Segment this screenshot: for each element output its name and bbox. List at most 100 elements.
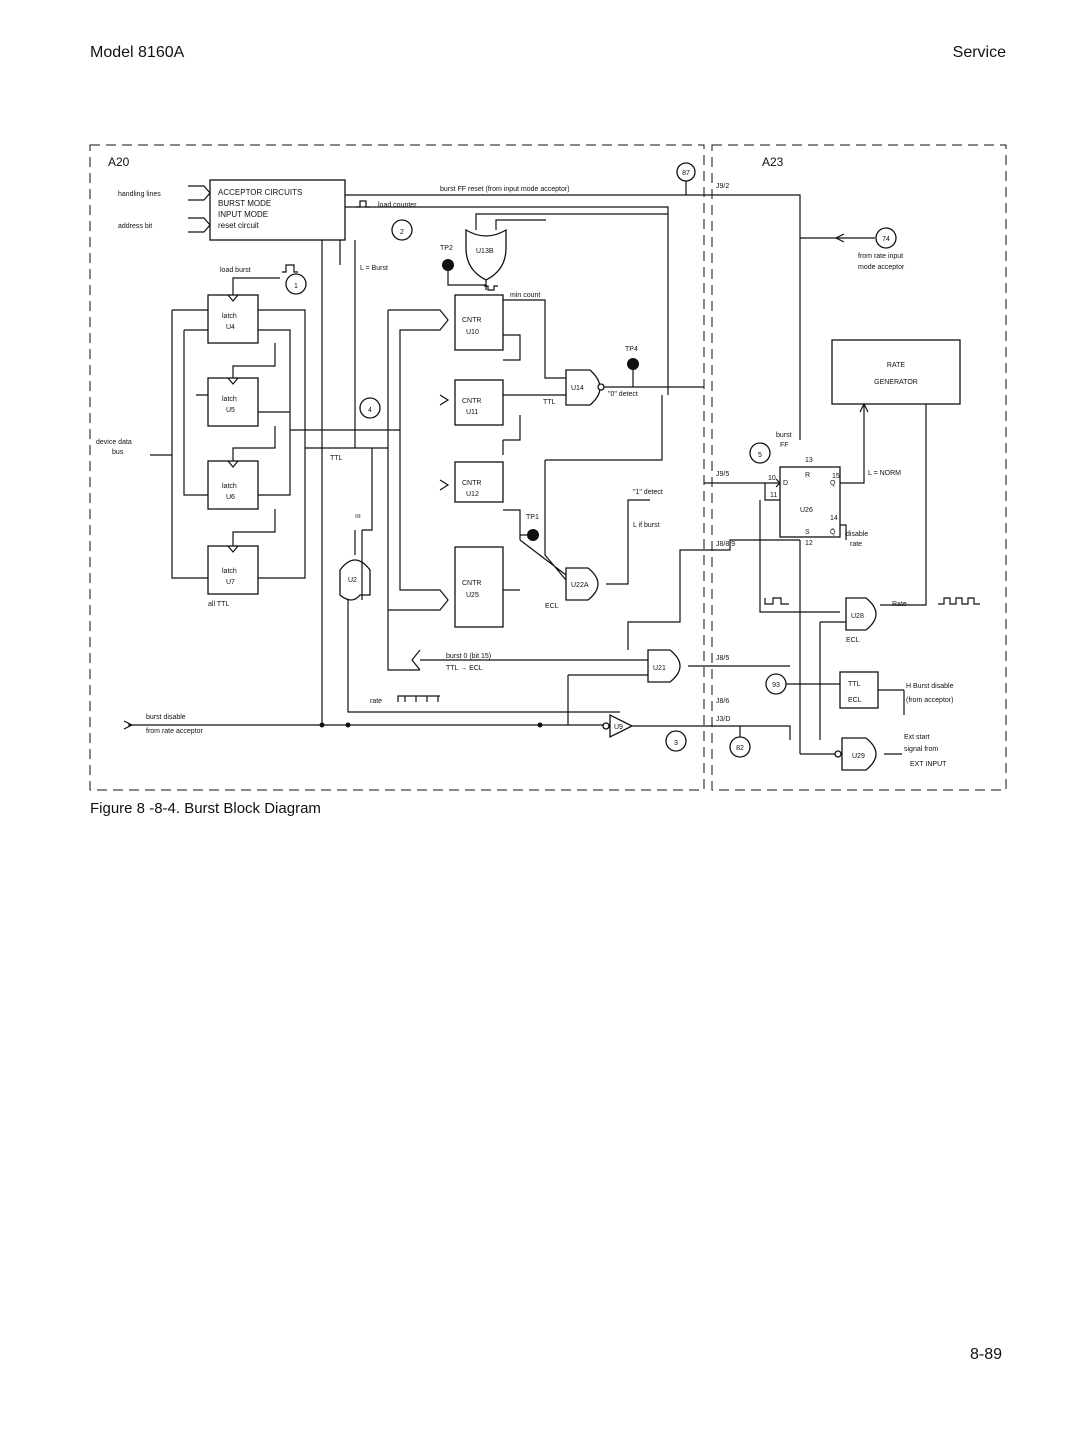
from-acceptor-label: (from acceptor) (906, 697, 953, 704)
board-a23-outline (711, 144, 1007, 791)
ff-pin-13: 13 (805, 457, 813, 464)
svg-text:3: 3 (674, 740, 678, 747)
counter-u10-box (454, 294, 504, 351)
ff-pin-r: R (805, 472, 810, 479)
flipflop-u26-label: U26 (800, 507, 813, 514)
rate-out-label: Rate (892, 601, 907, 608)
ff-pin-10: 10 (768, 475, 776, 482)
conn-j8-6: J8/6 (716, 698, 729, 705)
ttl-ecl-label: TTL → ECL (446, 665, 483, 672)
u28-ecl-label: ECL (846, 637, 860, 644)
gate-u21-label: U21 (653, 665, 666, 672)
gate-u14-label: U14 (571, 385, 584, 392)
counter-u11-name: CNTR (462, 398, 481, 405)
gate-u2-label: U2 (348, 577, 357, 584)
board-a20-label: A20 (108, 155, 130, 169)
latch-u5-name: latch (222, 396, 237, 403)
gate-u21 (647, 649, 681, 683)
latch-column: latch U4 latch U5 latch U6 latch U7 all … (96, 264, 306, 608)
gate-u28-label: U28 (851, 613, 864, 620)
acceptor-line4: reset circuit (218, 221, 260, 230)
tp2-dot (442, 259, 454, 271)
rate-generator-line1: RATE (887, 362, 905, 369)
address-bit-label: address bit (118, 223, 152, 230)
tp1-label: TP1 (526, 514, 539, 521)
gate-u29 (841, 737, 877, 771)
u22a-ecl-label: ECL (545, 603, 559, 610)
conn-j9-5: J9/5 (716, 471, 729, 478)
converter-ttl-label: TTL (848, 681, 861, 688)
acceptor-line2: BURST MODE (218, 199, 271, 208)
three-pulse-label: ııı (355, 513, 361, 520)
acceptor-line3: INPUT MODE (218, 210, 268, 219)
ext-start-label3: EXT INPUT (910, 761, 947, 768)
page-number: 8-89 (969, 1346, 1002, 1363)
all-ttl-label: all TTL (208, 601, 229, 608)
device-data-label: device data (96, 439, 132, 446)
latch-u7-box (207, 545, 259, 595)
counter-u12-box (454, 461, 504, 503)
bus-ttl-label: TTL (330, 455, 343, 462)
u14-ttl-label: TTL (543, 399, 556, 406)
latch-u5-box (207, 377, 259, 427)
counter-u10-name: CNTR (462, 317, 481, 324)
burst-ff-label2: FF (780, 442, 789, 449)
gate-u29-label: U29 (852, 753, 865, 760)
ff-pin-14: 14 (830, 515, 838, 522)
marker-3: 3 (665, 730, 687, 752)
h-burst-disable-label: H Burst disable (906, 683, 954, 690)
acceptor-line1: ACCEPTOR CIRCUITS (218, 188, 302, 197)
latch-u7-id: U7 (226, 579, 235, 586)
from-rate-input-label2: mode acceptor (858, 264, 905, 271)
counter-u11-box (454, 379, 504, 426)
conn-j8-5: J8/5 (716, 655, 729, 662)
latch-u5-id: U5 (226, 407, 235, 414)
gate-u28 (845, 597, 877, 631)
counter-u11-id: U11 (466, 409, 478, 416)
load-counter-label: load counter (378, 202, 417, 209)
rate-generator-box (831, 339, 961, 405)
ff-pin-qbar: Q̄ (830, 528, 836, 536)
latch-u6-id: U6 (226, 494, 235, 501)
header-section: Service (952, 44, 1006, 61)
ff-pin-s: S (805, 529, 810, 536)
svg-text:2: 2 (400, 229, 404, 236)
tp4-dot (627, 358, 639, 370)
l-burst-label: L = Burst (360, 265, 388, 272)
min-count-label: min count (510, 292, 540, 299)
gate-u13b-label: U13B (476, 248, 494, 255)
node-74 (875, 227, 897, 249)
counter-u12-name: CNTR (462, 480, 481, 487)
acceptor-circuits-box (209, 179, 346, 241)
gate-u13b (465, 228, 507, 281)
ff-pin-12: 12 (805, 540, 813, 547)
ff-pin-15: 15 (832, 473, 840, 480)
marker-1: 1 (285, 273, 307, 295)
marker-4: 4 (359, 397, 381, 419)
disable-rate-label1: disable (846, 531, 868, 538)
gate-u9-label: U9 (614, 724, 623, 731)
burst-disable-label: burst disable (146, 714, 186, 721)
marker-2: 2 (391, 219, 413, 241)
ttl-ecl-converter-box (839, 671, 879, 709)
latch-u7-name: latch (222, 568, 237, 575)
header-model: Model 8160A (90, 44, 185, 61)
burst-ff-label1: burst (776, 432, 792, 439)
counter-u12-id: U12 (466, 491, 479, 498)
burst-ff-reset-label: burst FF reset (from input mode acceptor… (440, 186, 570, 193)
converter-ecl-label: ECL (848, 697, 862, 704)
latch-u4-name: latch (222, 313, 237, 320)
ff-pin-d: D (783, 480, 788, 487)
svg-text:5: 5 (758, 452, 762, 459)
burst-0-label: burst 0 (bit 15) (446, 653, 491, 660)
latch-u4-id: U4 (226, 324, 235, 331)
load-burst-label: load burst (220, 267, 251, 274)
svg-text:1: 1 (294, 283, 298, 290)
counter-u25-box (454, 546, 504, 628)
figure-caption: Figure 8 -8-4. Burst Block Diagram (90, 800, 321, 817)
l-norm-label: L = NORM (868, 470, 901, 477)
conn-j3-d: J3/D (716, 716, 730, 723)
counter-u25-id: U25 (466, 592, 479, 599)
tp2-label: TP2 (440, 245, 453, 252)
